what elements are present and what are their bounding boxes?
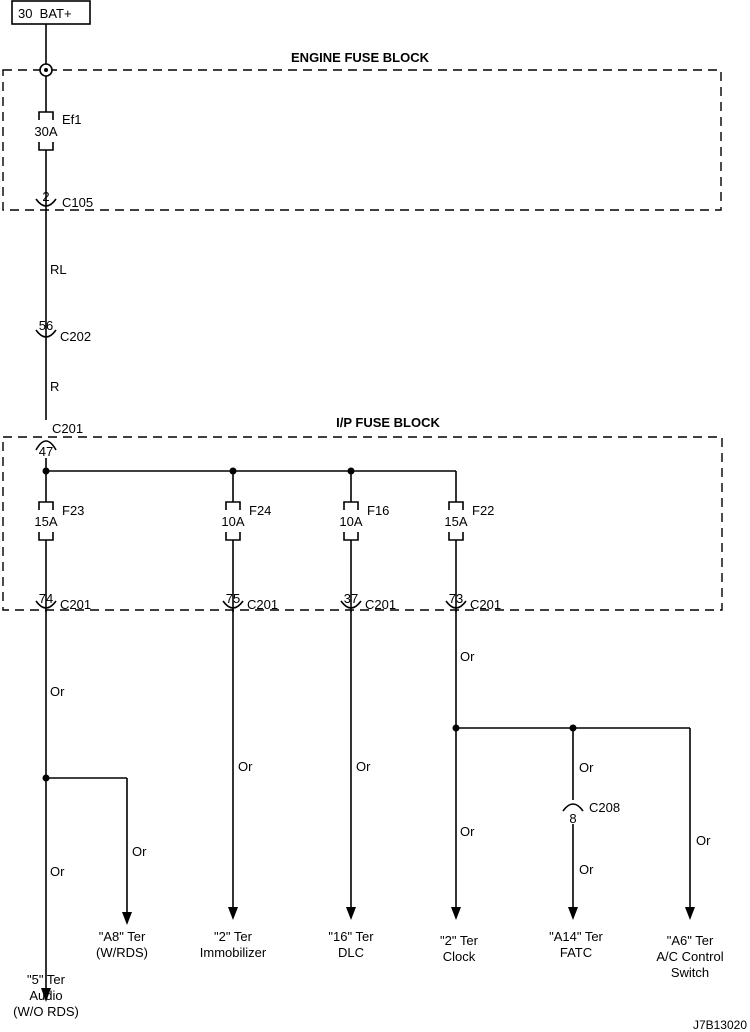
svg-text:(W/RDS): (W/RDS) [96,945,148,960]
svg-text:Or: Or [579,862,594,877]
svg-text:"A6" Ter: "A6" Ter [667,933,714,948]
engine-fuse-block-title: ENGINE FUSE BLOCK [291,50,430,65]
connector-name: C105 [62,195,93,210]
connector-pin: 37 [344,591,358,606]
svg-text:"2" Ter: "2" Ter [214,929,253,944]
fuse-name: F22 [472,503,494,518]
arrow-icons [41,907,695,1002]
fuse-rating: 10A [339,514,362,529]
connector-name: C201 [470,597,501,612]
svg-text:Or: Or [132,844,147,859]
svg-text:"16" Ter: "16" Ter [328,929,374,944]
wire-color: R [50,379,59,394]
svg-text:Or: Or [460,824,475,839]
svg-text:"5" Ter: "5" Ter [27,972,66,987]
fuse-rating: 30A [34,124,57,139]
connector-name: C201 [60,597,91,612]
svg-text:"A14" Ter: "A14" Ter [549,929,603,944]
svg-text:Or: Or [50,864,65,879]
svg-text:Immobilizer: Immobilizer [200,945,267,960]
svg-text:Audio: Audio [29,988,62,1003]
terminal-audio-rds: "A8" Ter(W/RDS) [96,929,148,960]
svg-text:Clock: Clock [443,949,476,964]
fuse-rating: 15A [34,514,57,529]
junction-dots [42,467,577,782]
svg-text:Or: Or [356,759,371,774]
bat-source-label: 30 BAT+ [18,6,72,21]
connector-name: C201 [247,597,278,612]
connector-pin: 8 [569,811,576,826]
figure-id: J7B13020 [693,1018,747,1032]
connector-pin: 2 [42,189,49,204]
engine-fuse-block-boundary [2,69,722,211]
svg-text:Or: Or [696,833,711,848]
svg-text:A/C Control: A/C Control [656,949,723,964]
svg-text:Switch: Switch [671,965,709,980]
connector-name: C201 [52,421,83,436]
ip-fuse-block-title: I/P FUSE BLOCK [336,415,440,430]
connector-icon [445,600,467,609]
connector-icon [35,329,57,338]
fuse-name: F16 [367,503,389,518]
connector-name: C202 [60,329,91,344]
connector-icon [35,198,57,207]
connector-icon [222,600,244,609]
connector-icon [35,440,57,451]
ip-fuse-block-boundary [2,436,723,611]
connector-name: C208 [589,800,620,815]
svg-text:DLC: DLC [338,945,364,960]
connector-pin: 56 [39,318,53,333]
svg-text:(W/O RDS): (W/O RDS) [13,1004,79,1019]
svg-text:Or: Or [460,649,475,664]
fuse-name: F24 [249,503,271,518]
svg-text:Or: Or [50,684,65,699]
fuse-name: Ef1 [62,112,82,127]
svg-text:"A8" Ter: "A8" Ter [99,929,146,944]
fuse-rating: 15A [444,514,467,529]
connector-pin: 47 [39,444,53,459]
svg-text:FATC: FATC [560,945,592,960]
svg-text:Or: Or [579,760,594,775]
connector-pin: 75 [226,591,240,606]
connector-icon [340,600,362,609]
svg-text:Or: Or [238,759,253,774]
connector-name: C201 [365,597,396,612]
fuse-rating: 10A [221,514,244,529]
connector-pin: 74 [39,591,53,606]
svg-text:"2" Ter: "2" Ter [440,933,479,948]
connector-icon [562,803,584,812]
connector-icon [35,600,57,609]
connector-pin: 73 [449,591,463,606]
wire-color: RL [50,262,67,277]
bat-source-box [11,0,91,25]
fuse-name: F23 [62,503,84,518]
